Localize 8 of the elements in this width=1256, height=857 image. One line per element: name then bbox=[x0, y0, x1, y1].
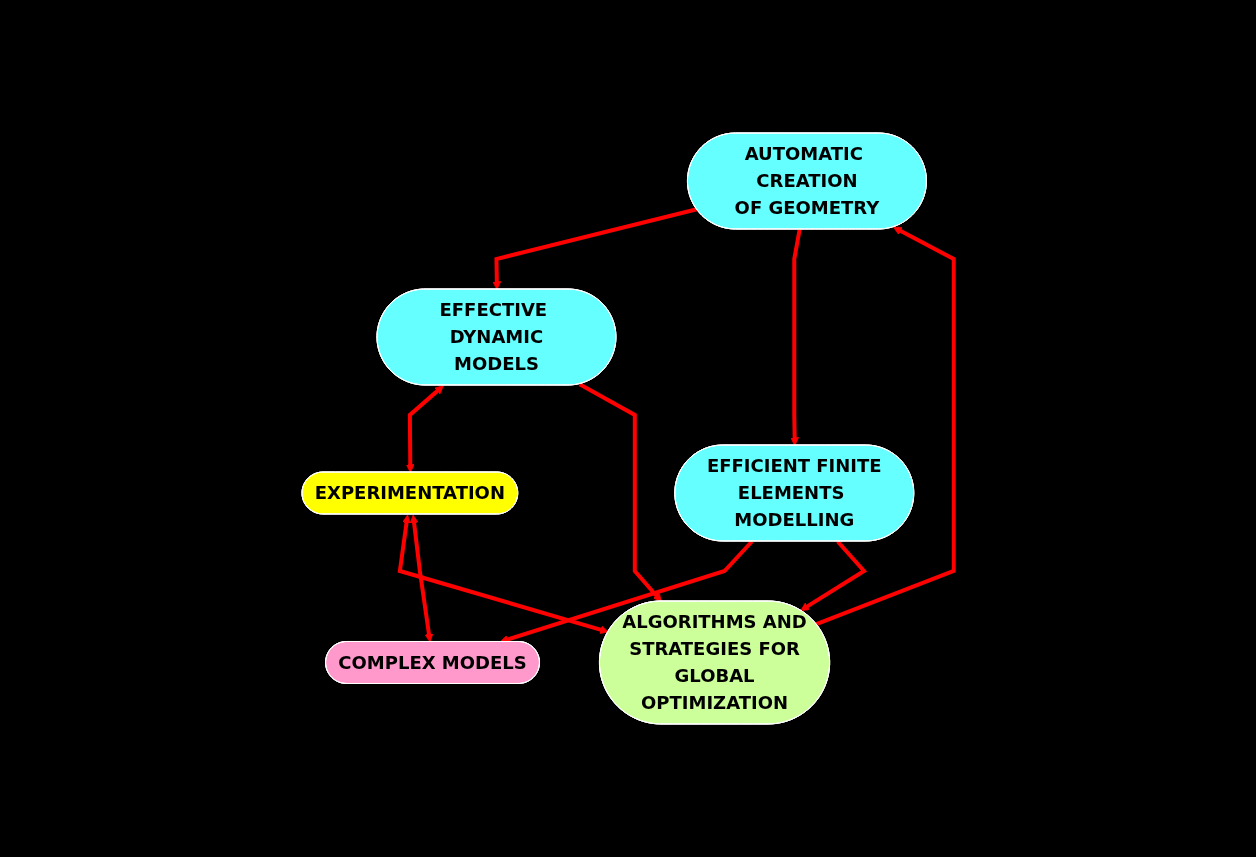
arrow bbox=[800, 540, 868, 611]
arrow bbox=[815, 226, 956, 627]
arrow bbox=[492, 207, 698, 290]
arrow bbox=[790, 229, 802, 446]
arrow bbox=[406, 385, 444, 473]
arrow bbox=[409, 514, 434, 643]
arrow bbox=[578, 382, 662, 602]
arrow bbox=[397, 514, 609, 634]
